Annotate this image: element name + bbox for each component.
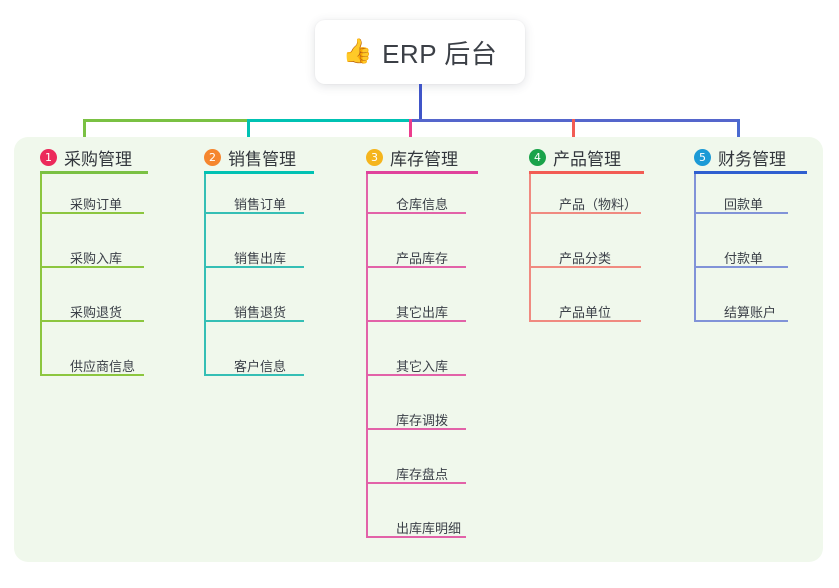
column-title-1: 采购管理 bbox=[64, 150, 132, 169]
leaf-label-5-3[interactable]: 结算账户 bbox=[724, 305, 777, 320]
leaf-label-2-4[interactable]: 客户信息 bbox=[234, 359, 287, 374]
leaf-label-1-2[interactable]: 采购入库 bbox=[70, 251, 123, 266]
leaf-label-1-4[interactable]: 供应商信息 bbox=[70, 359, 136, 374]
branch-panel: 1 采购管理采购订单采购入库采购退货供应商信息 2 销售管理销售订单销售出库销售退货客… bbox=[14, 137, 823, 562]
column-spine-2 bbox=[204, 174, 206, 374]
column-underline-5 bbox=[694, 171, 807, 174]
leaf-label-3-1[interactable]: 仓库信息 bbox=[396, 197, 449, 212]
column-title-3: 库存管理 bbox=[390, 150, 458, 169]
column-spine-5 bbox=[694, 174, 696, 320]
leaf-underline-4-3 bbox=[529, 320, 641, 322]
leaf-underline-3-1 bbox=[366, 212, 466, 214]
column-header-5[interactable]: 5 财务管理 bbox=[694, 145, 786, 170]
column-header-3[interactable]: 3 库存管理 bbox=[366, 145, 458, 170]
column-title-5: 财务管理 bbox=[718, 150, 786, 169]
leaf-label-3-3[interactable]: 其它出库 bbox=[396, 305, 449, 320]
leaf-label-4-3[interactable]: 产品单位 bbox=[559, 305, 612, 320]
leaf-label-4-1[interactable]: 产品（物料） bbox=[559, 197, 638, 212]
leaf-label-3-2[interactable]: 产品库存 bbox=[396, 251, 449, 266]
column-4: 4 产品管理产品（物料） 产品分类产品单位 bbox=[529, 137, 684, 562]
column-title-4: 产品管理 bbox=[553, 150, 621, 169]
leaf-underline-3-4 bbox=[366, 374, 466, 376]
leaf-underline-2-1 bbox=[204, 212, 304, 214]
column-header-1[interactable]: 1 采购管理 bbox=[40, 145, 132, 170]
leaf-underline-1-4 bbox=[40, 374, 144, 376]
leaf-label-2-2[interactable]: 销售出库 bbox=[234, 251, 287, 266]
column-badge-1: 1 bbox=[40, 149, 57, 166]
leaf-underline-5-3 bbox=[694, 320, 788, 322]
leaf-label-3-7[interactable]: 出库库明细 bbox=[396, 521, 462, 536]
leaf-underline-1-3 bbox=[40, 320, 144, 322]
leaf-label-3-4[interactable]: 其它入库 bbox=[396, 359, 449, 374]
root-title-text: ERP 后台 bbox=[382, 38, 498, 69]
column-underline-4 bbox=[529, 171, 644, 174]
root-node[interactable]: 👍 ERP 后台 bbox=[315, 20, 525, 84]
column-spine-3 bbox=[366, 174, 368, 536]
leaf-underline-3-5 bbox=[366, 428, 466, 430]
leaf-label-3-5[interactable]: 库存调拨 bbox=[396, 413, 449, 428]
column-5: 5 财务管理回款单付款单结算账户 bbox=[694, 137, 839, 562]
column-spine-4 bbox=[529, 174, 531, 320]
column-header-4[interactable]: 4 产品管理 bbox=[529, 145, 621, 170]
bus-segment-green bbox=[83, 119, 247, 122]
leaf-underline-3-2 bbox=[366, 266, 466, 268]
leaf-underline-4-2 bbox=[529, 266, 641, 268]
column-1: 1 采购管理采购订单采购入库采购退货供应商信息 bbox=[40, 137, 188, 562]
leaf-underline-1-1 bbox=[40, 212, 144, 214]
column-badge-4: 4 bbox=[529, 149, 546, 166]
leaf-underline-2-4 bbox=[204, 374, 304, 376]
column-badge-5: 5 bbox=[694, 149, 711, 166]
leaf-underline-3-3 bbox=[366, 320, 466, 322]
root-title: 👍 ERP 后台 bbox=[343, 34, 498, 71]
leaf-underline-3-6 bbox=[366, 482, 466, 484]
column-2: 2 销售管理销售订单销售出库销售退货客户信息 bbox=[204, 137, 354, 562]
leaf-underline-4-1 bbox=[529, 212, 641, 214]
column-badge-3: 3 bbox=[366, 149, 383, 166]
bus-segment-teal bbox=[247, 119, 409, 122]
leaf-underline-5-1 bbox=[694, 212, 788, 214]
column-title-2: 销售管理 bbox=[228, 150, 296, 169]
column-underline-2 bbox=[204, 171, 314, 174]
column-spine-1 bbox=[40, 174, 42, 374]
column-3: 3 库存管理仓库信息产品库存其它出库其它入库库存调拨库存盘点出库库明细 bbox=[366, 137, 518, 562]
column-underline-1 bbox=[40, 171, 148, 174]
leaf-underline-2-3 bbox=[204, 320, 304, 322]
column-header-2[interactable]: 2 销售管理 bbox=[204, 145, 296, 170]
leaf-label-2-1[interactable]: 销售订单 bbox=[234, 197, 287, 212]
leaf-label-1-1[interactable]: 采购订单 bbox=[70, 197, 123, 212]
column-underline-3 bbox=[366, 171, 478, 174]
leaf-underline-1-2 bbox=[40, 266, 144, 268]
leaf-label-5-1[interactable]: 回款单 bbox=[724, 197, 764, 212]
leaf-label-2-3[interactable]: 销售退货 bbox=[234, 305, 287, 320]
thumbs-up-emoji: 👍 bbox=[342, 38, 374, 65]
leaf-underline-2-2 bbox=[204, 266, 304, 268]
root-stem-connector bbox=[419, 84, 422, 122]
leaf-label-4-2[interactable]: 产品分类 bbox=[559, 251, 612, 266]
column-badge-2: 2 bbox=[204, 149, 221, 166]
leaf-label-3-6[interactable]: 库存盘点 bbox=[396, 467, 449, 482]
leaf-underline-3-7 bbox=[366, 536, 466, 538]
leaf-underline-5-2 bbox=[694, 266, 788, 268]
leaf-label-5-2[interactable]: 付款单 bbox=[724, 251, 764, 266]
leaf-label-1-3[interactable]: 采购退货 bbox=[70, 305, 123, 320]
